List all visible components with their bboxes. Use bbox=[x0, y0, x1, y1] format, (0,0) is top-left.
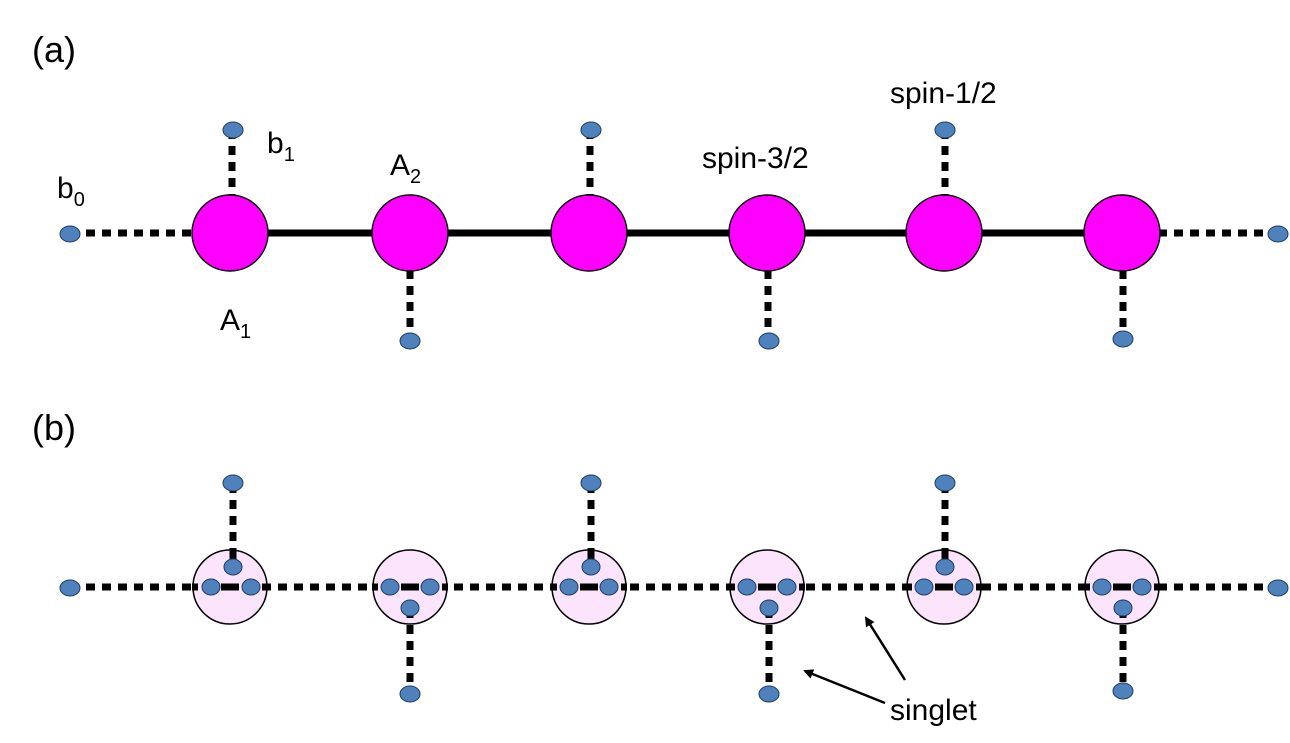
label-b1: b1 bbox=[267, 127, 295, 166]
small-spin-site bbox=[1267, 225, 1289, 243]
large-spin-site bbox=[728, 194, 806, 272]
label-A2: A2 bbox=[390, 149, 421, 188]
singlet-label: singlet bbox=[890, 694, 977, 727]
panel-a: (a) b0 b1 A2 A1 spin-3/2 s bbox=[32, 29, 1289, 350]
label-spin-large: spin-3/2 bbox=[702, 142, 809, 175]
large-spin-site bbox=[550, 194, 628, 272]
small-spin-site bbox=[580, 121, 602, 139]
panel-b: (b) bbox=[32, 407, 1289, 727]
small-spin-site bbox=[222, 474, 244, 492]
singlet-arrow bbox=[803, 669, 886, 705]
large-spin-site bbox=[191, 194, 269, 272]
panel-b-label: (b) bbox=[32, 407, 76, 448]
composite-site bbox=[551, 549, 627, 625]
small-spin-site bbox=[1112, 682, 1134, 700]
small-spin-site bbox=[222, 121, 244, 139]
composite-site bbox=[372, 549, 448, 625]
small-spin-site bbox=[1267, 579, 1289, 597]
small-spin-site bbox=[399, 685, 421, 703]
small-spin-site bbox=[580, 474, 602, 492]
label-b0: b0 bbox=[57, 172, 85, 211]
large-spin-site bbox=[371, 194, 449, 272]
composite-site bbox=[906, 549, 982, 625]
composite-site bbox=[1084, 549, 1160, 625]
small-spin-site bbox=[934, 121, 956, 139]
composite-site bbox=[729, 549, 805, 625]
small-spin-site bbox=[758, 332, 780, 350]
small-spin-site bbox=[399, 332, 421, 350]
panel-a-label: (a) bbox=[32, 29, 76, 70]
composite-site bbox=[192, 549, 268, 625]
small-spin-site bbox=[59, 225, 81, 243]
small-spin-site bbox=[934, 474, 956, 492]
singlet-arrow bbox=[864, 616, 907, 681]
label-spin-small: spin-1/2 bbox=[890, 77, 997, 110]
small-spin-site bbox=[59, 579, 81, 597]
large-spin-site bbox=[1083, 194, 1161, 272]
small-spin-site bbox=[758, 685, 780, 703]
small-spin-site bbox=[1112, 330, 1134, 348]
large-spin-site bbox=[905, 194, 983, 272]
label-A1: A1 bbox=[220, 304, 251, 343]
